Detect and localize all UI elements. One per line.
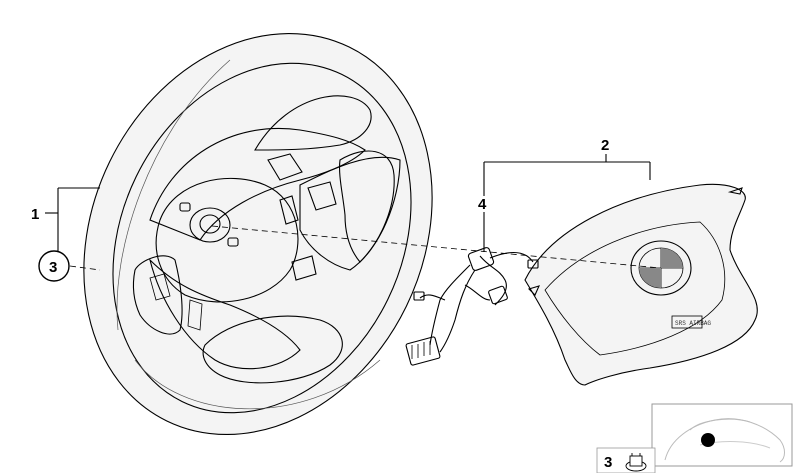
legend-item-3: 3 [596, 447, 656, 473]
callout-1: 1 [31, 206, 39, 223]
steering-wheel-icon[interactable] [19, 0, 498, 473]
car-thumbnail-icon [651, 403, 793, 467]
leader-lines [45, 154, 661, 271]
legend-callout-3: 3 [604, 454, 612, 471]
callout-4: 4 [478, 196, 487, 213]
airbag-badge-label: SRS AIRBAG [675, 320, 711, 327]
airbag-module-icon[interactable]: SRS AIRBAG [524, 183, 758, 386]
wiring-harness-icon[interactable] [405, 247, 539, 366]
fastener-clip-icon [625, 453, 647, 472]
callout-3-circle: 3 [38, 250, 70, 282]
callout-3: 3 [49, 259, 57, 276]
callout-2: 2 [601, 137, 609, 154]
